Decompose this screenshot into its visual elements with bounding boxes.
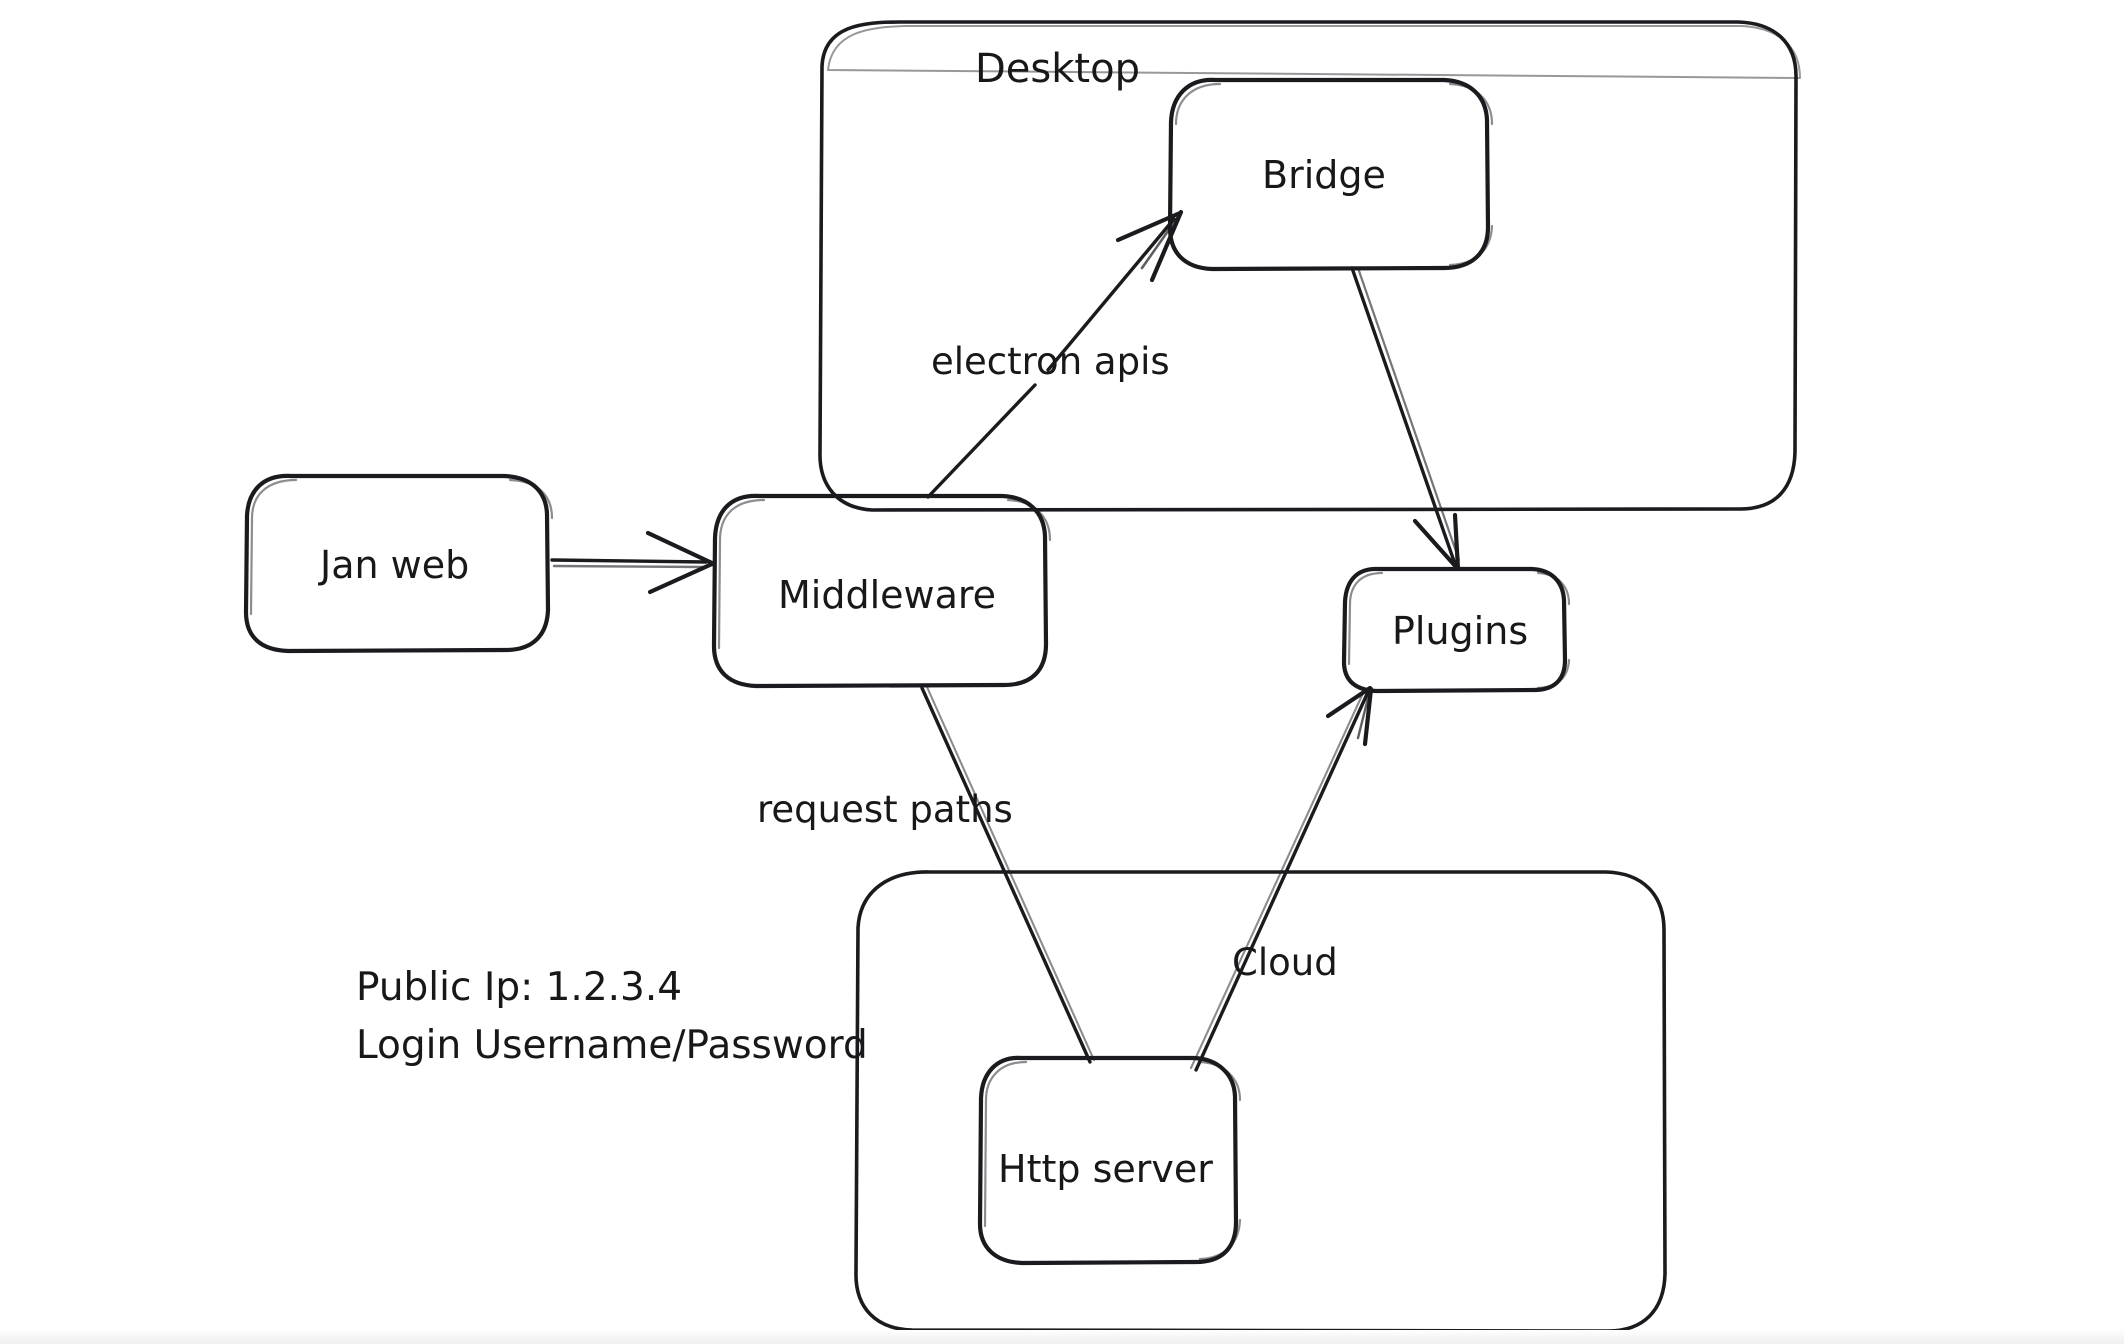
desktop-boundary-sketch-overlay — [827, 25, 1801, 79]
arrow-head-top — [645, 530, 715, 566]
arrow-head-bottom — [647, 561, 715, 595]
node-plugins[interactable]: Plugins — [1341, 566, 1571, 694]
node-box-sketch — [717, 498, 1052, 650]
edge-label-electron-apis: electron apis — [931, 340, 1170, 383]
edge-line-sketch — [1356, 266, 1461, 562]
note-public-ip: Public Ip: 1.2.3.4 — [356, 965, 682, 1010]
edge-bridge-to-plugins — [1350, 266, 1461, 572]
edge-line — [1350, 266, 1457, 566]
footer-band — [0, 1330, 2124, 1344]
node-jan-web[interactable]: Jan web — [243, 473, 554, 654]
edge-line-lower — [926, 383, 1037, 499]
node-box-sketch — [1347, 571, 1571, 690]
desktop-boundary — [818, 20, 1798, 512]
edge-line-sketch — [552, 564, 706, 569]
note-login: Login Username/Password — [356, 1023, 868, 1068]
arrow-head-sketch — [1140, 212, 1182, 270]
edge-janweb-to-middleware — [550, 530, 715, 595]
node-box — [1167, 77, 1491, 272]
node-box-sketch — [983, 1060, 1242, 1261]
arrow-head-right — [1452, 512, 1461, 572]
arrow-head-right — [1362, 686, 1374, 747]
group-desktop: Desktop — [818, 20, 1801, 512]
node-box-sketch — [249, 478, 554, 616]
edge-label-request-paths: request paths — [757, 788, 1013, 831]
edge-line — [1194, 690, 1370, 1072]
edge-middleware-to-bridge: electron apis — [926, 209, 1184, 499]
node-label-plugins: Plugins — [1392, 609, 1528, 653]
edge-label-cloud: Cloud — [1232, 941, 1338, 984]
node-box — [977, 1055, 1239, 1266]
node-label-bridge: Bridge — [1262, 153, 1386, 197]
node-box — [711, 493, 1049, 689]
node-http-server[interactable]: Http server — [977, 1055, 1242, 1266]
node-box — [243, 473, 551, 654]
arrow-head-left — [1412, 518, 1460, 571]
arrow-head-right — [1149, 209, 1184, 283]
node-label-http-server: Http server — [998, 1147, 1213, 1191]
edge-line — [550, 558, 708, 564]
edge-httpserver-to-plugins: Cloud — [1189, 685, 1374, 1072]
node-box — [1341, 566, 1568, 694]
group-label-desktop: Desktop — [975, 46, 1140, 92]
node-label-middleware: Middleware — [778, 573, 996, 617]
edge-line-sketch — [1189, 689, 1366, 1070]
edge-line-upper — [1046, 217, 1176, 372]
node-box-sketch — [1174, 82, 1494, 267]
node-label-jan-web: Jan web — [318, 543, 469, 587]
edge-middleware-to-httpserver: request paths — [757, 685, 1096, 1064]
notes-block: Public Ip: 1.2.3.4 Login Username/Passwo… — [356, 965, 868, 1068]
arrow-head-left — [1325, 685, 1373, 719]
node-middleware[interactable]: Middleware — [711, 493, 1052, 689]
arrow-head-sketch — [1356, 688, 1372, 740]
node-bridge[interactable]: Bridge — [1167, 77, 1494, 272]
edge-line-sketch — [925, 685, 1096, 1062]
edge-line — [920, 686, 1092, 1064]
